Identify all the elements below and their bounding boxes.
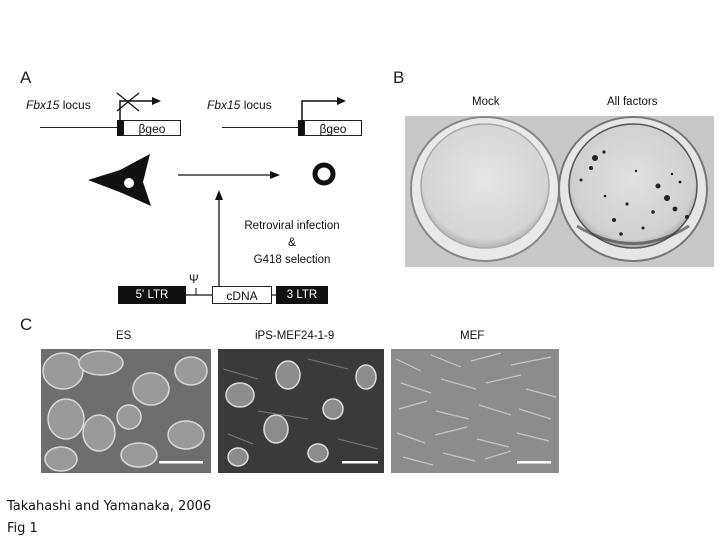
ips-micrograph (218, 349, 384, 473)
es-micrograph (41, 349, 211, 473)
locus-word-right: locus (240, 98, 272, 112)
mef-label: MEF (460, 330, 485, 342)
promoter-arrow-active (301, 97, 346, 120)
mock-dish (410, 116, 560, 262)
retroviral-line3: G418 selection (253, 254, 331, 266)
all-factors-dish (558, 116, 708, 262)
infection-arrow (215, 190, 223, 290)
retroviral-line1: Retroviral infection (244, 220, 340, 232)
caption-citation: Takahashi and Yamanaka, 2006 (7, 499, 212, 514)
panel-a-letter: A (20, 68, 32, 87)
gene-name-right: Fbx15 (207, 98, 241, 112)
caption-figure-number: Fig 1 (7, 521, 38, 536)
ltr3-box: 3 LTR (276, 286, 328, 304)
retroviral-label: Retroviral infection & G418 selection (230, 218, 354, 269)
gene-name-left: Fbx15 (26, 98, 60, 112)
dna-line-left (40, 127, 117, 128)
retroviral-line2: & (288, 237, 296, 249)
dna-line-right (222, 127, 298, 128)
panel-a-diagram (88, 92, 346, 296)
ltr5-box: 5' LTR (118, 286, 186, 304)
bgeo-box-right: βgeo (304, 120, 362, 136)
locus-word-left: locus (59, 98, 91, 112)
psi-label: Ψ (189, 274, 199, 286)
colony-spots (579, 150, 689, 236)
ips-label: iPS-MEF24-1-9 (255, 330, 335, 342)
fibroblast-cell-icon (88, 154, 151, 206)
mock-label: Mock (472, 96, 500, 108)
exon-block-right (298, 120, 304, 136)
all-factors-label: All factors (607, 96, 658, 108)
panel-b-letter: B (393, 68, 405, 87)
cdna-box: cDNA (212, 286, 272, 304)
mef-micrograph (391, 349, 559, 473)
es-label: ES (116, 330, 132, 342)
figure-caption: Takahashi and Yamanaka, 2006 Fig 1 (7, 496, 211, 540)
culture-dishes-photo (405, 116, 714, 267)
round-cell-icon (312, 162, 336, 186)
exon-block-left (117, 120, 123, 136)
locus-label-right: Fbx15 locus (207, 98, 272, 112)
conversion-arrow (178, 171, 280, 179)
panel-c-letter: C (20, 315, 33, 334)
locus-label-left: Fbx15 locus (26, 98, 91, 112)
promoter-arrow-blocked (116, 92, 161, 120)
bgeo-box-left: βgeo (123, 120, 181, 136)
